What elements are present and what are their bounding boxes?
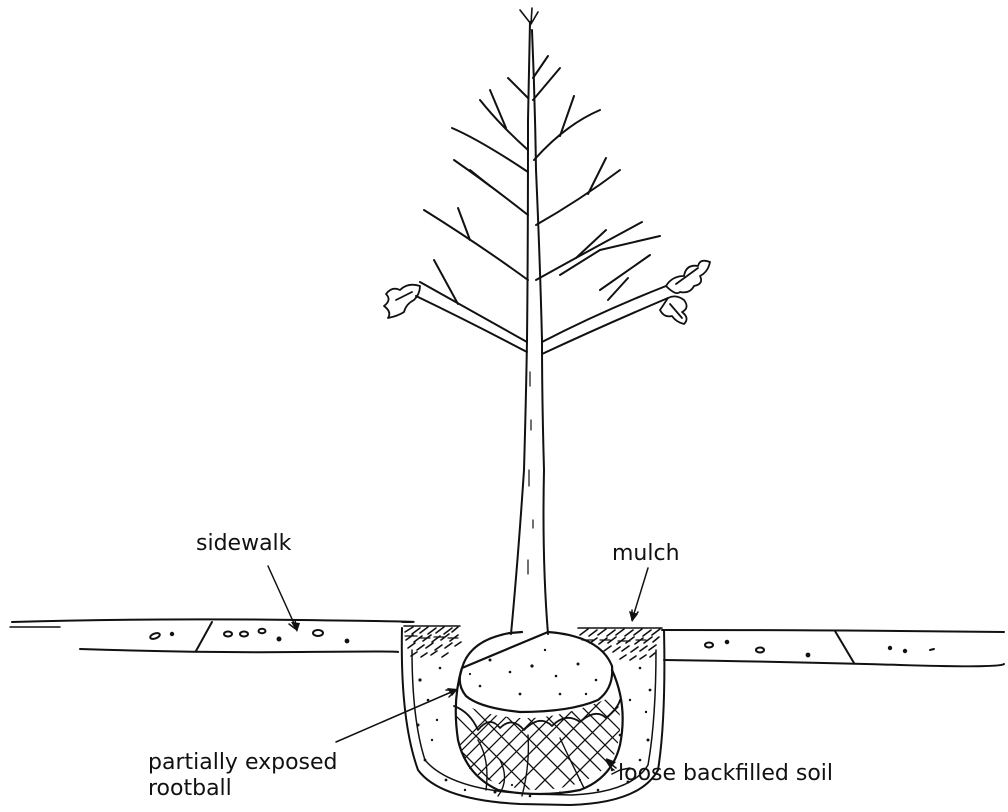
leaf-left: [384, 285, 420, 318]
backfill-soil-texture: [417, 667, 652, 798]
leaf-right-upper: [666, 261, 710, 293]
sidewalk-label: sidewalk: [196, 531, 291, 557]
sidewalk-left: [10, 619, 414, 652]
leader-arrowheads: [291, 611, 638, 768]
mulch-leader: [632, 568, 648, 620]
sidewalk-right: [662, 630, 1004, 666]
rootball-label: partially exposed rootball: [148, 750, 338, 802]
rootball-leader: [336, 690, 456, 742]
backfill-soil-label: loose backfilled soil: [618, 761, 833, 787]
mulch-label: mulch: [612, 541, 680, 567]
tree-trunk: [511, 340, 527, 634]
